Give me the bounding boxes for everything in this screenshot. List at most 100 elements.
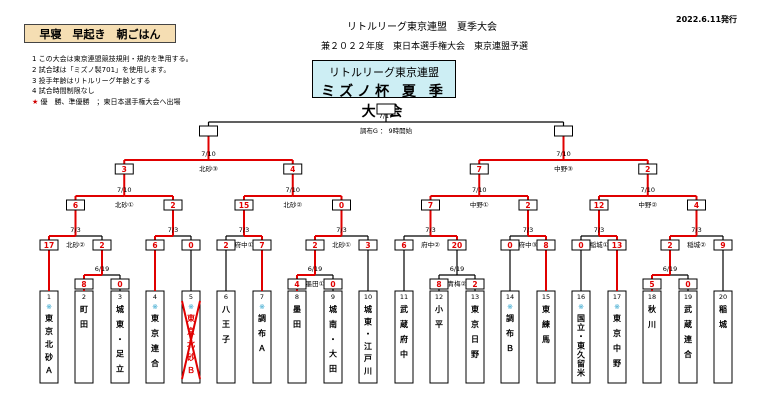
star-icon: ★ [32, 98, 39, 107]
team-number: 18 [648, 293, 656, 301]
team-name-char: 東 [116, 319, 124, 329]
team-number: 4 [153, 293, 157, 301]
match-venue: 青梅② [448, 279, 467, 288]
match-date: 7/3 [168, 226, 178, 234]
score-left-box [145, 239, 165, 251]
score-left: 2 [223, 241, 228, 250]
team-name-char: 東 [577, 340, 585, 350]
team-name-char: 野 [471, 350, 479, 359]
score-right-box [518, 199, 538, 211]
match-date: 7/10 [285, 186, 300, 194]
score-left-box [216, 239, 236, 251]
score-left-box [429, 278, 449, 290]
score-left-box [199, 125, 218, 137]
team-number: 1 [47, 293, 51, 301]
score-right-box [283, 163, 303, 175]
score-left-box [39, 239, 59, 251]
team-name-char: 京 [151, 328, 159, 338]
team-name-char: 蔵 [683, 319, 692, 329]
score-right-box [465, 278, 485, 290]
score-left: 15 [239, 201, 249, 210]
team-name-char: 小 [434, 304, 443, 314]
match-venue: 北砂① [332, 240, 351, 249]
score-right-box [678, 278, 698, 290]
team-name-char: 墨 [293, 304, 301, 314]
score-left-box [287, 278, 307, 290]
team-number: 7 [260, 293, 264, 301]
team-name-char: 子 [222, 335, 230, 344]
score-right-box [332, 199, 351, 211]
team-name-char: 布 [505, 328, 514, 338]
score-left-box [114, 163, 134, 175]
score-left: 12 [594, 201, 604, 210]
team-name-char: 野 [613, 359, 621, 368]
score-right: 0 [188, 241, 193, 250]
score-right-box [323, 278, 343, 290]
note-1: 1 この大会は東京連盟競技規則・規約を準用する。 [32, 55, 193, 63]
score-right: 0 [117, 280, 122, 289]
score-left: 0 [507, 241, 512, 250]
score-left: 6 [401, 241, 406, 250]
team-name-char: ・ [577, 332, 585, 341]
note-2: 2 試合球は「ミズノ製701」を使用します。 [32, 65, 171, 74]
team-name-char: 王 [222, 320, 230, 329]
team-name-char: 武 [400, 304, 408, 314]
team-name-char: 南 [329, 319, 337, 329]
match-date: 7/3 [425, 226, 435, 234]
team-name-char: 八 [221, 305, 231, 314]
marker-icon: ※ [259, 303, 265, 311]
match-venue: 中野① [470, 200, 489, 209]
team-name-char: 平 [435, 320, 443, 329]
team-name-char: 馬 [542, 335, 550, 344]
strike-line [181, 300, 201, 380]
team-name-char: 戸 [364, 354, 372, 363]
team-name-char: 町 [80, 305, 88, 314]
team-name-char: 武 [684, 304, 692, 314]
score-left-box [66, 199, 85, 211]
team-number: 12 [435, 293, 443, 301]
team-name-char: 調 [506, 313, 514, 323]
match-date: 7/3 [691, 226, 701, 234]
team-name-char: Ａ [258, 344, 266, 353]
team-name-char: 川 [363, 366, 372, 375]
score-left: 8 [81, 280, 86, 289]
match-date: 7/3 [239, 226, 249, 234]
team-name-char: 城 [719, 319, 727, 329]
match-venue: 中野② [638, 200, 657, 209]
score-left-box [500, 239, 520, 251]
team-number: 3 [118, 293, 122, 301]
issue-date: 2022.6.11発行 [676, 15, 738, 24]
banner-line1: リトルリーグ東京連盟 [329, 66, 439, 79]
score-left-box [571, 239, 591, 251]
score-right: 0 [685, 280, 690, 289]
score-left: 7 [428, 201, 433, 210]
team-name-char: Ｂ [187, 366, 195, 375]
match-venue: 府中② [421, 240, 440, 249]
team-number: 13 [471, 293, 479, 301]
match-venue: 北砂② [66, 240, 85, 249]
match-venue: 中野③ [554, 164, 573, 173]
score-left-box [642, 278, 662, 290]
score-left: 2 [312, 241, 317, 250]
score-right-box [92, 239, 112, 251]
match-date: 7/3 [594, 226, 604, 234]
team-number: 15 [542, 293, 550, 301]
score-right: 2 [99, 241, 104, 250]
team-name-char: 京 [187, 326, 195, 336]
score-right-box [687, 199, 706, 211]
team-name-char: ・ [329, 335, 337, 344]
match-venue: 調布G ： 9時開始 [360, 126, 413, 135]
team-number: 2 [82, 293, 86, 301]
tournament-title: リトルリーグ東京連盟 夏季大会 [347, 22, 497, 33]
marker-icon: ※ [578, 303, 584, 311]
score-left-box [74, 278, 94, 290]
team-name-char: 東 [542, 304, 550, 314]
score-left: 6 [152, 241, 157, 250]
team-name-char: 立 [116, 364, 124, 374]
team-name-char: 合 [683, 349, 693, 359]
score-left-box [469, 163, 489, 175]
match-venue: 府中① [235, 240, 254, 249]
tournament-subtitle: 兼２０２２年度 東日本選手権大会 東京連盟予選 [321, 42, 529, 52]
team-name-char: 東 [471, 304, 479, 314]
team-name-char: 城 [329, 304, 337, 314]
